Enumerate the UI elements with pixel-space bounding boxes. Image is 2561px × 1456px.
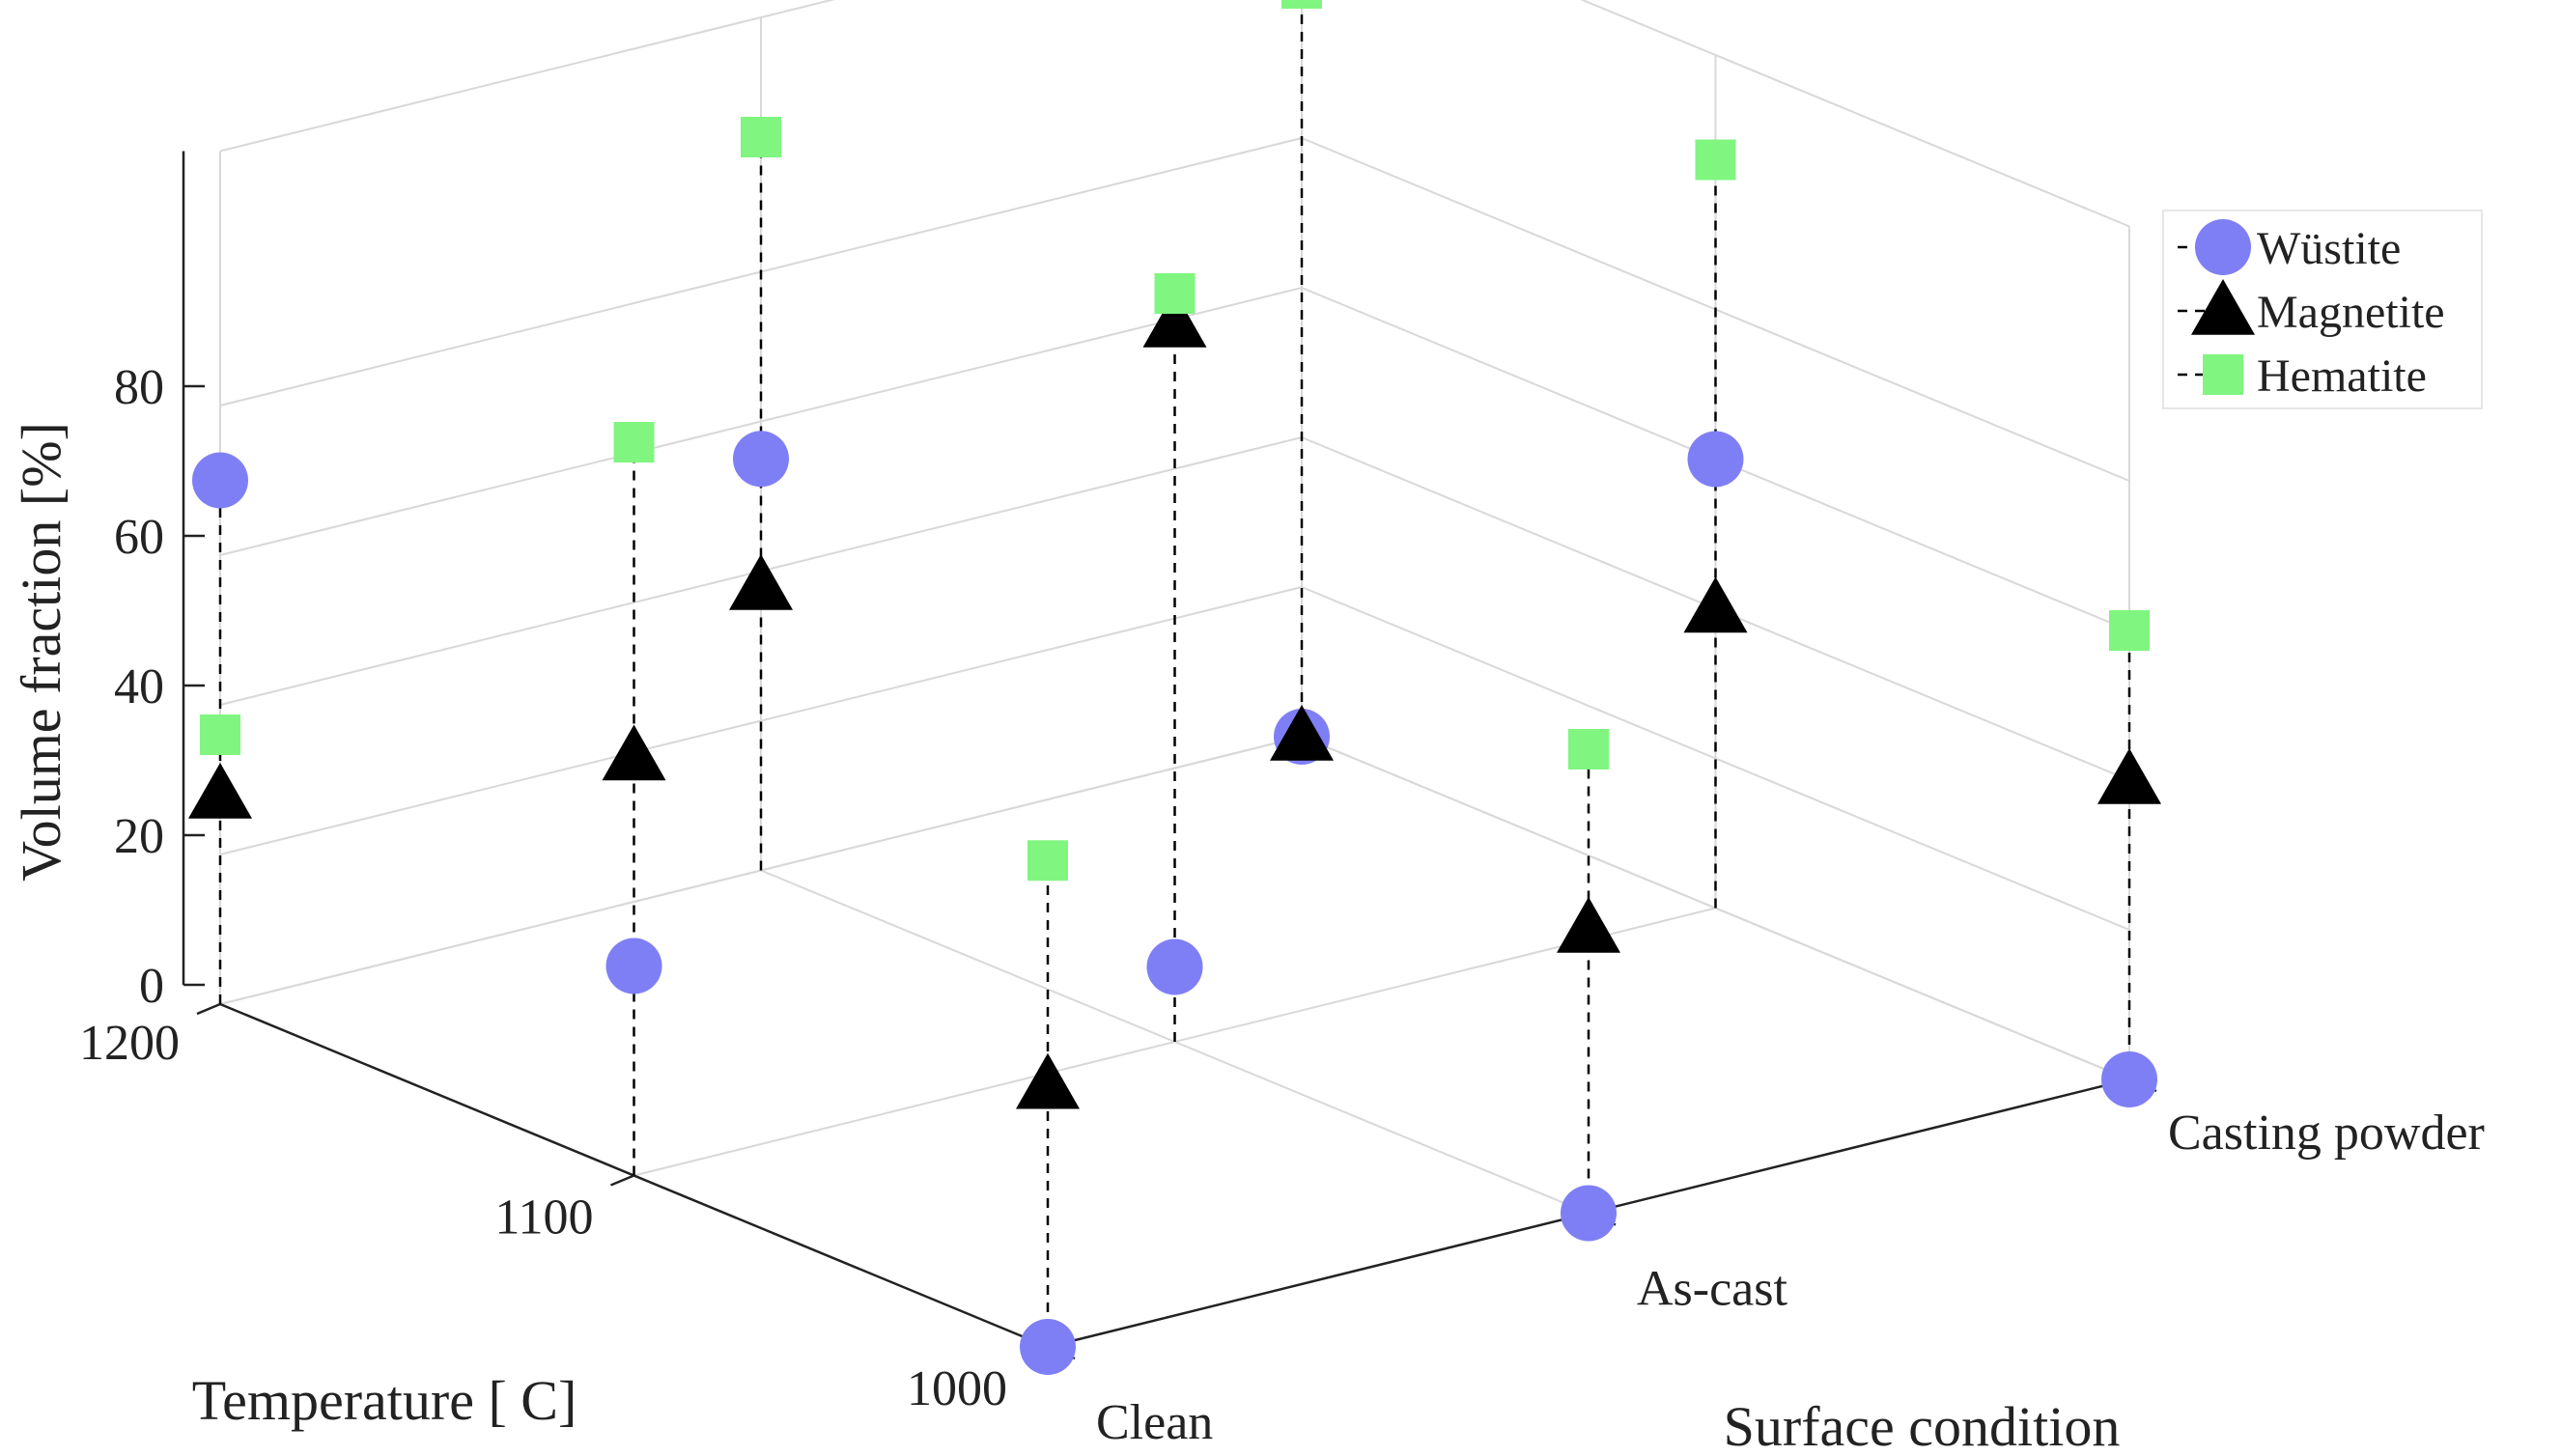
y-tick <box>196 1002 221 1016</box>
legend-label: Hematite <box>2257 350 2427 402</box>
y-tick-label: 1100 <box>494 1190 593 1246</box>
z-tick-label: 80 <box>114 360 164 415</box>
hematite-point <box>613 422 655 462</box>
magnetite-point <box>1683 576 1748 633</box>
y-axis-title: Temperature [ C] <box>192 1369 577 1432</box>
hematite-point <box>1695 139 1736 181</box>
z-tick-label: 0 <box>139 959 164 1014</box>
magnetite-point <box>1270 705 1334 761</box>
magnetite-point <box>729 554 793 610</box>
magnetite-point <box>1016 1052 1080 1109</box>
hematite-point <box>200 714 240 755</box>
wstite-point <box>733 431 789 488</box>
z-tick-label: 60 <box>114 510 164 565</box>
z-tick-label: 40 <box>114 659 164 714</box>
magnetite-point <box>602 724 666 781</box>
x-tick-label: Casting powder <box>2168 1106 2485 1161</box>
hematite-point <box>1027 840 1068 882</box>
hematite-point <box>1281 0 1322 9</box>
legend-label: Magnetite <box>2257 287 2445 338</box>
x-tick-label: Clean <box>1096 1395 1213 1450</box>
wstite-point <box>192 452 248 509</box>
x-tick-label: As-cast <box>1637 1262 1788 1317</box>
wstite-point <box>1687 431 1744 488</box>
magnetite-point <box>2097 748 2161 804</box>
legend-marker <box>2203 354 2243 395</box>
stems-layer <box>218 0 2131 1347</box>
hematite-point <box>1568 729 1609 770</box>
z-axis-title: Volume fraction [%] <box>10 422 72 882</box>
wstite-point <box>1020 1319 1076 1375</box>
y-tick-label: 1200 <box>79 1016 180 1071</box>
x-axis-title: Surface condition <box>1724 1395 2121 1451</box>
hematite-point <box>1154 273 1196 314</box>
wstite-point <box>1561 1185 1617 1242</box>
magnetite-point <box>1557 897 1620 953</box>
magnetite-point <box>1142 292 1207 348</box>
wstite-point <box>1146 938 1203 995</box>
legend-marker <box>2195 219 2251 275</box>
hematite-point <box>2109 610 2150 651</box>
legend-label: Wüstite <box>2257 223 2401 274</box>
wstite-point <box>605 938 662 994</box>
z-tick-label: 20 <box>114 809 164 864</box>
y-tick <box>610 1174 634 1187</box>
legend-marker <box>2191 279 2255 335</box>
wstite-point <box>2101 1051 2157 1107</box>
magnetite-point <box>188 763 252 819</box>
markers-layer <box>188 0 2161 1375</box>
hematite-point <box>741 117 781 157</box>
y-tick-label: 1000 <box>907 1361 1007 1416</box>
